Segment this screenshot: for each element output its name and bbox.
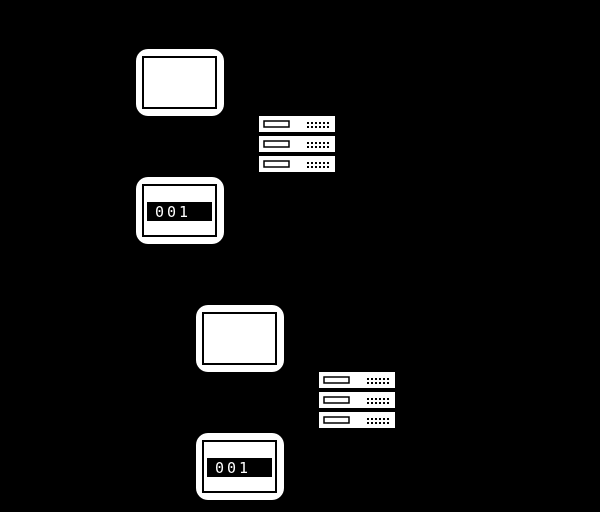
server-unit-1: [259, 116, 335, 132]
server-unit-2: [319, 392, 395, 408]
server-unit-3: [319, 412, 395, 428]
node-group-2: 001: [196, 305, 395, 500]
code-label: 001: [155, 203, 191, 221]
monitor-code-icon: 001: [196, 433, 284, 500]
monitor-code-icon: 001: [136, 177, 224, 244]
monitor-icon: [136, 49, 224, 116]
node-group-1: 001: [136, 49, 335, 244]
code-display: [147, 202, 212, 221]
server-unit-3: [259, 156, 335, 172]
monitor-icon: [196, 305, 284, 372]
code-display: [207, 458, 272, 477]
code-label: 001: [215, 459, 251, 477]
server-stack-icon: [319, 372, 395, 428]
server-unit-2: [259, 136, 335, 152]
server-unit-1: [319, 372, 395, 388]
server-stack-icon: [259, 116, 335, 172]
